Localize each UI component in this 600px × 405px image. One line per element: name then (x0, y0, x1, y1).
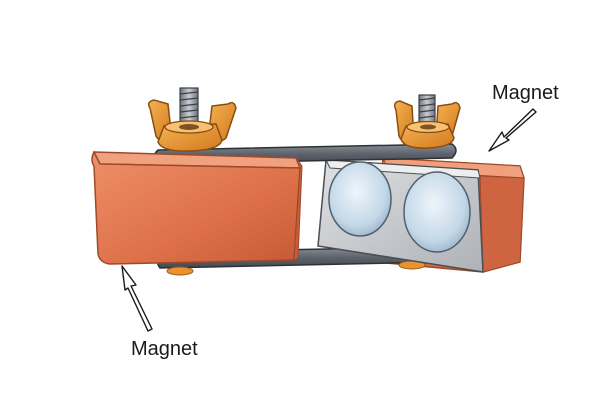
lower-left-nut (166, 266, 194, 276)
disc-magnet-left (328, 161, 392, 237)
magnet-label-left: Magnet (131, 338, 198, 360)
arrow-to-right-magnet (488, 108, 537, 152)
right-wing-nut (393, 94, 461, 149)
arrow-to-left-magnet (121, 265, 153, 332)
disc-magnet-right (403, 171, 471, 253)
left-wing-nut (147, 87, 237, 152)
left-magnet-block (91, 150, 303, 265)
disc-magnet-plate (317, 159, 484, 273)
magnet-label-right: Magnet (492, 82, 559, 104)
